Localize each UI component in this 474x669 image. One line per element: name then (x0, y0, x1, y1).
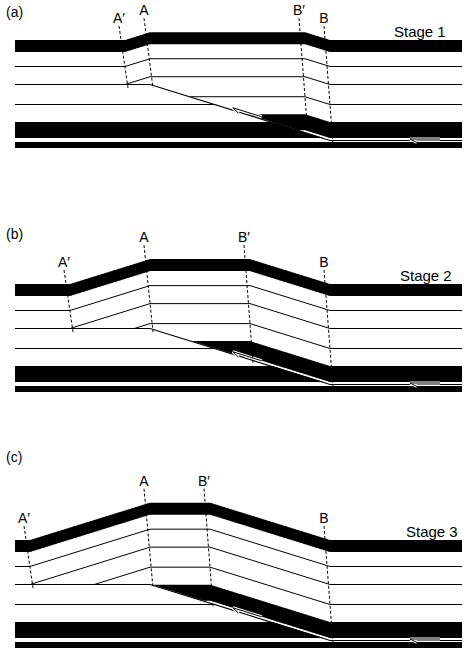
slip-arrow-halo (233, 108, 262, 117)
axial-surface (64, 270, 73, 332)
stage-section (15, 489, 462, 648)
axial-surface-label: B′ (238, 230, 250, 244)
axial-surface (24, 526, 33, 588)
slip-arrow-halo (233, 608, 262, 617)
black-bed (15, 259, 462, 296)
axial-surface-label: B′ (293, 3, 305, 17)
slip-arrow (233, 608, 262, 617)
axial-surface-label: B (319, 511, 328, 525)
slip-arrow-halo (233, 352, 262, 361)
stage-label: Stage 2 (400, 268, 452, 283)
black-bed (15, 386, 462, 392)
slip-arrow-halo (410, 139, 440, 143)
axial-surface-label: A (139, 3, 148, 17)
slip-arrow (410, 139, 440, 143)
panel-label: (c) (6, 450, 22, 464)
axial-surface-label: A (139, 230, 148, 244)
bedding-line (15, 77, 462, 85)
hanging-wall (15, 32, 462, 138)
axial-surface (324, 526, 333, 644)
slip-arrow (233, 352, 262, 361)
stage-label: Stage 3 (406, 524, 458, 539)
slip-arrow (233, 108, 262, 117)
axial-surface-label: B (319, 255, 328, 269)
panel-label: (b) (6, 227, 23, 241)
axial-surface-label: A′ (58, 255, 70, 269)
bedding-line (15, 529, 462, 566)
axial-surface-label: A′ (113, 11, 125, 25)
panel-label: (a) (6, 5, 23, 19)
axial-surface-label: A (139, 474, 148, 488)
axial-surface (144, 489, 153, 588)
slip-arrow (410, 383, 440, 387)
bedding-line (15, 59, 462, 67)
axial-surface (144, 245, 153, 332)
black-bed (15, 114, 462, 138)
axial-surface (244, 245, 253, 363)
black-bed (15, 341, 462, 382)
stage-section (15, 18, 462, 148)
thrust-fault (15, 329, 462, 385)
bedding-line (15, 567, 462, 604)
black-bed (15, 585, 462, 638)
axial-surface (119, 26, 128, 88)
bedding-line (15, 547, 462, 584)
bedding-line (15, 304, 462, 329)
slip-arrow-halo (410, 639, 440, 643)
axial-surface-label: B′ (198, 474, 210, 488)
axial-surface (204, 489, 213, 607)
thrust-fault (15, 585, 462, 641)
black-bed (15, 142, 462, 148)
hanging-wall (15, 503, 462, 638)
stage-label: Stage 1 (394, 24, 446, 39)
axial-surface (299, 18, 308, 136)
stage-section (15, 245, 462, 392)
axial-surface-label: A′ (18, 511, 30, 525)
axial-surface (324, 270, 333, 388)
black-bed (15, 503, 462, 552)
axial-surface (324, 26, 333, 144)
thrust-fault (15, 85, 462, 141)
hanging-wall (15, 259, 462, 382)
axial-surface (144, 18, 153, 88)
footwall (15, 105, 462, 149)
bedding-line (15, 324, 462, 349)
axial-surface-label: B (319, 11, 328, 25)
slip-arrow-halo (410, 383, 440, 387)
bedding-line (15, 286, 462, 311)
slip-arrow (410, 639, 440, 643)
bedding-line (15, 97, 462, 105)
black-bed (15, 642, 462, 648)
